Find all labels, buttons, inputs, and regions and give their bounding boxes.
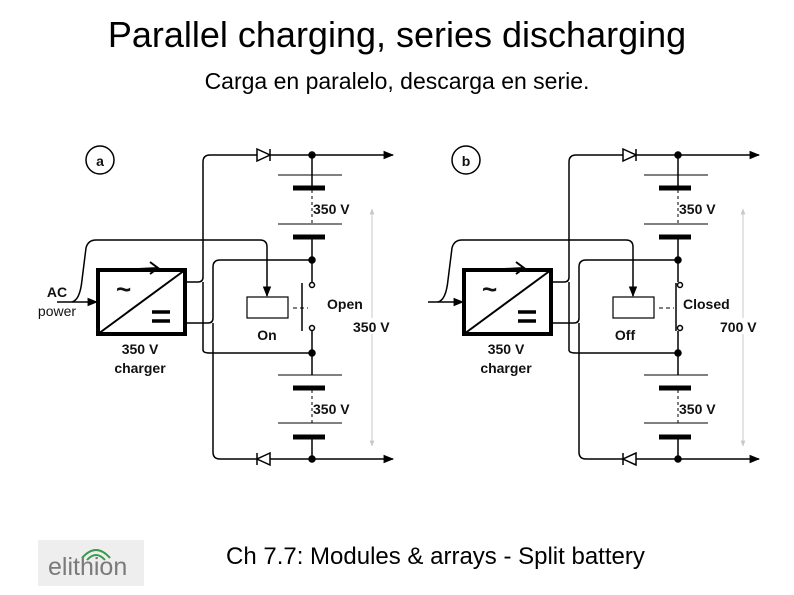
- charger-voltage: 350 V: [488, 341, 525, 357]
- switch-state: Closed: [683, 296, 730, 312]
- bottom-battery-voltage: 350 V: [313, 401, 350, 417]
- relay-coil: [246, 296, 289, 319]
- charger-voltage: 350 V: [122, 341, 159, 357]
- panel-label: a: [96, 153, 104, 169]
- slide-footer: Ch 7.7: Modules & arrays - Split battery: [226, 543, 645, 570]
- ac-symbol: ~: [482, 274, 497, 304]
- power-label: power: [38, 303, 76, 319]
- signal-arcs-icon: [81, 549, 111, 561]
- diode-bottom: [621, 451, 637, 467]
- output-voltage: 700 V: [720, 319, 757, 335]
- panel-label: b: [462, 153, 471, 169]
- slide-title: Parallel charging, series discharging: [107, 14, 687, 55]
- ac-label: AC: [47, 284, 67, 300]
- relay-coil: [612, 296, 655, 319]
- top-battery-voltage: 350 V: [313, 201, 350, 217]
- ac-symbol: ~: [116, 274, 131, 304]
- charger-label: charger: [114, 360, 166, 376]
- slide-subtitle: Carga en paralelo, descarga en serie.: [204, 68, 590, 94]
- charger-label: charger: [480, 360, 532, 376]
- panel-label-circle: [85, 145, 115, 175]
- relay-state: Off: [615, 327, 636, 343]
- switch-state: Open: [327, 296, 363, 312]
- output-voltage: 350 V: [353, 319, 390, 335]
- logo-text: elithion: [48, 553, 128, 581]
- bottom-battery-voltage: 350 V: [679, 401, 716, 417]
- panel-b: b 350 V Off Closed 350 V 700 V: [428, 146, 764, 465]
- panel-a: a 350 V On Open 350 V: [38, 146, 396, 465]
- diode-bottom: [255, 451, 271, 467]
- top-battery-voltage: 350 V: [679, 201, 716, 217]
- relay-state: On: [257, 327, 276, 343]
- diode-top: [622, 147, 638, 163]
- elithion-logo: elithion: [38, 540, 144, 586]
- diode-top: [256, 147, 272, 163]
